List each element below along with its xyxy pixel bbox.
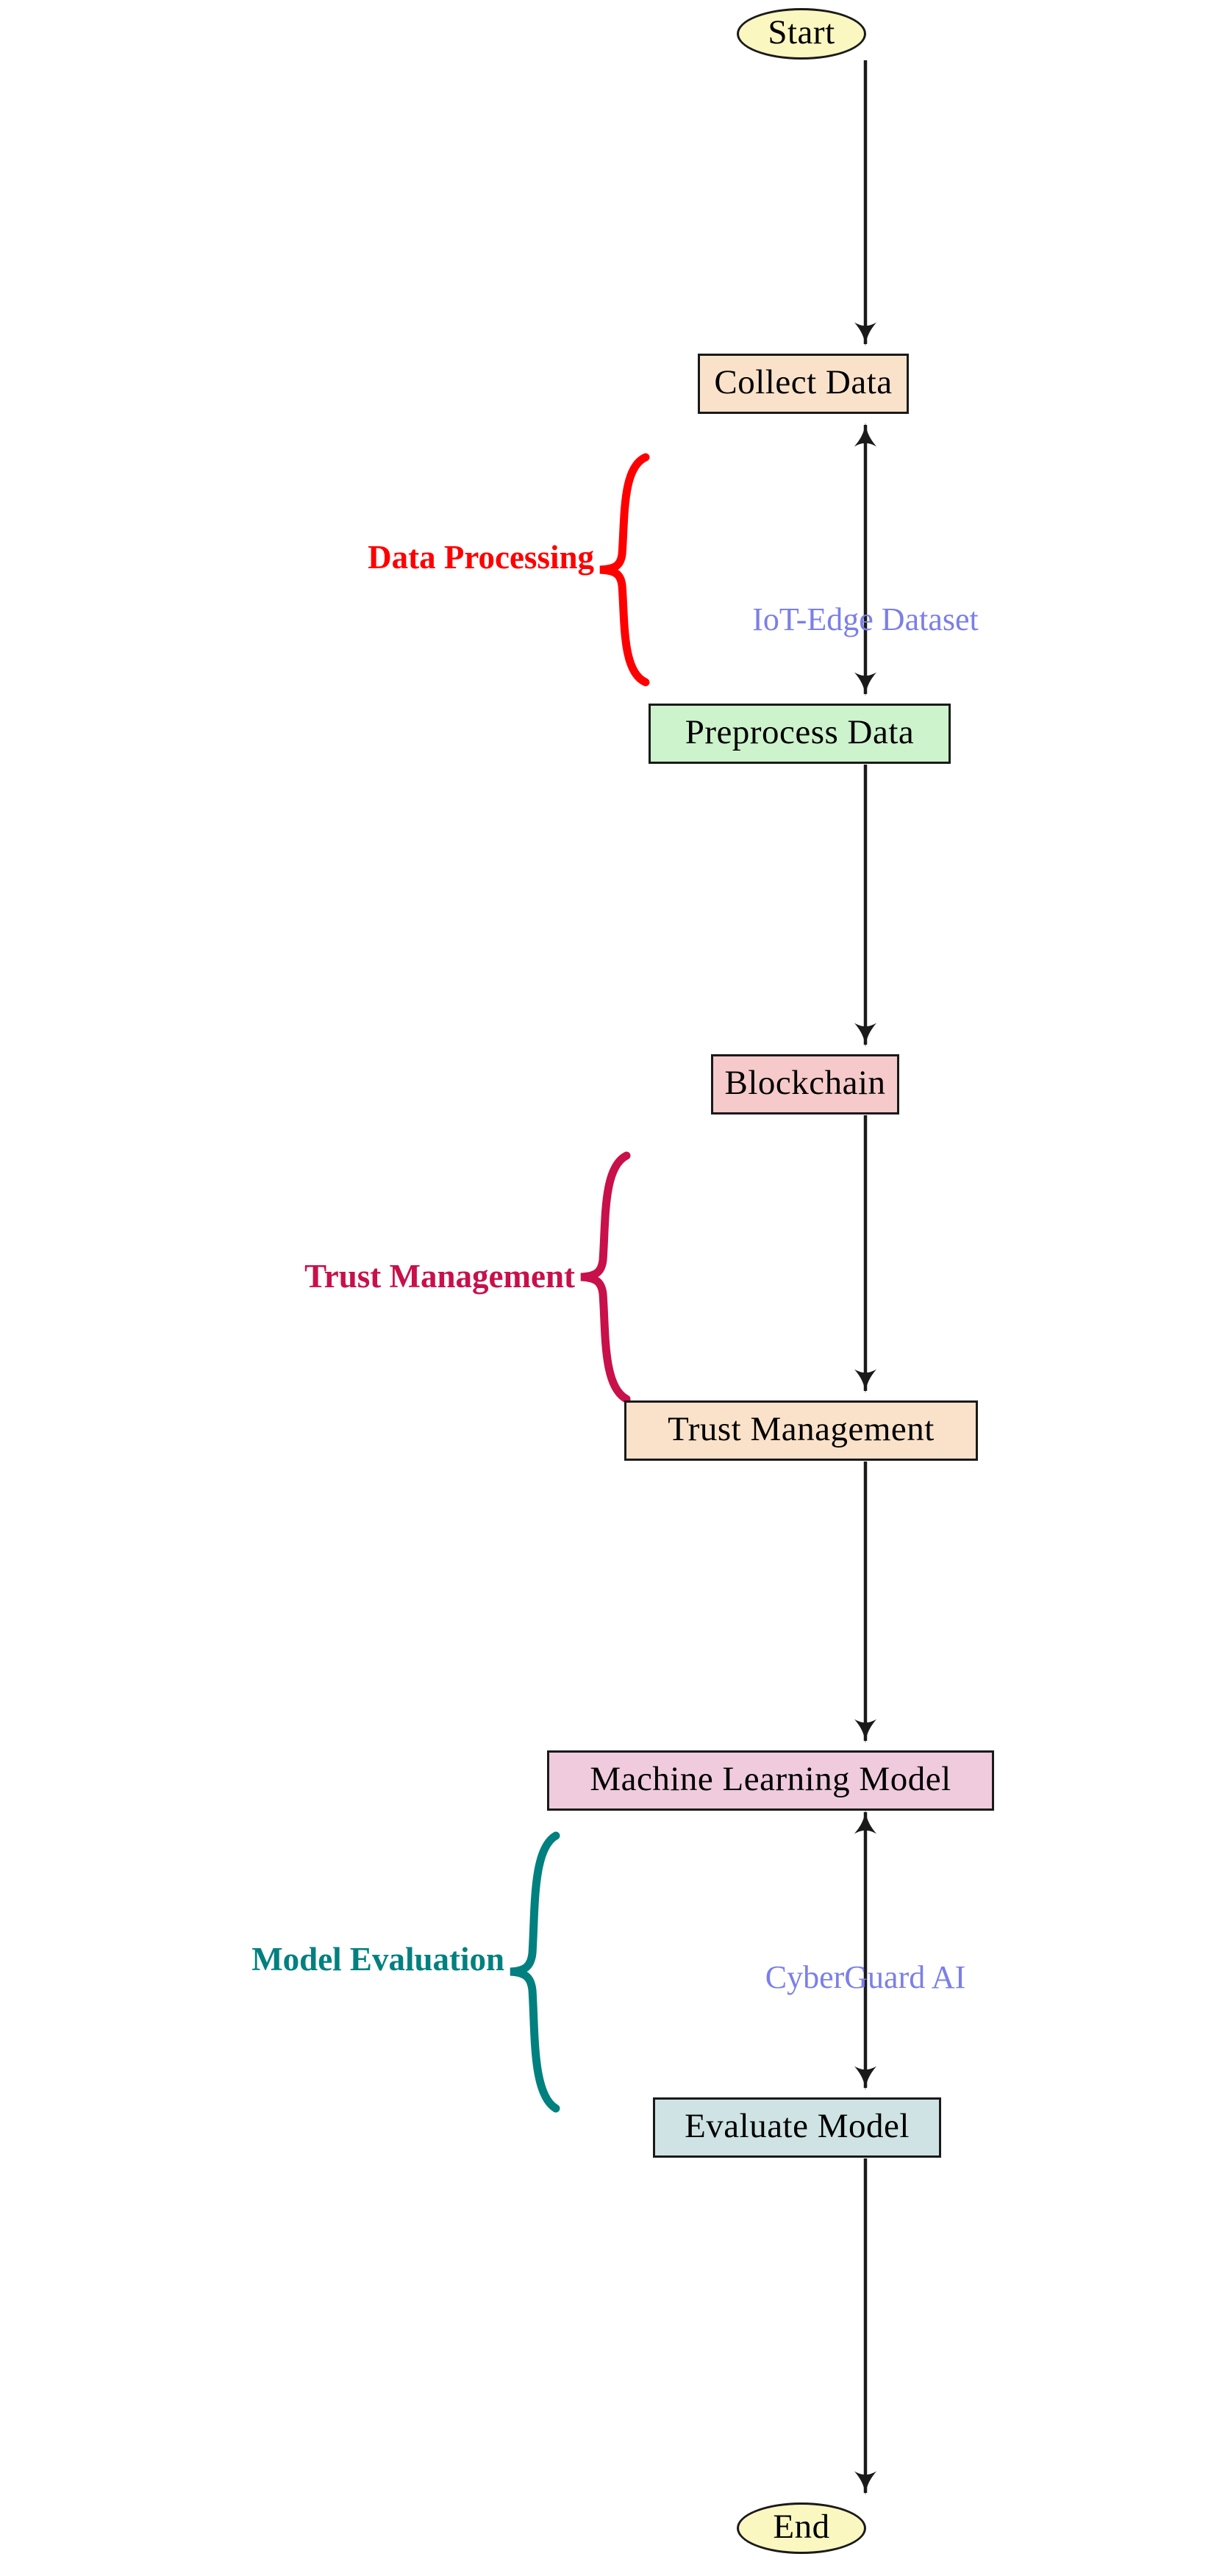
node-trust-management[interactable]: Trust Management [624,1400,978,1461]
node-preprocess-data[interactable]: Preprocess Data [649,704,951,764]
node-end[interactable]: End [737,2502,866,2554]
phase-label-trust-management: Trust Management [304,1258,575,1295]
phase-label-model-evaluation: Model Evaluation [251,1941,504,1978]
node-start[interactable]: Start [737,8,866,60]
node-machine-learning-model[interactable]: Machine Learning Model [547,1750,994,1811]
node-evaluate-model[interactable]: Evaluate Model [653,2097,941,2158]
phase-label-data-processing: Data Processing [368,539,594,576]
edge-label-iot-edge-dataset: IoT-Edge Dataset [752,601,979,637]
edge-label-cyberguard-ai: CyberGuard AI [765,1959,966,1995]
node-blockchain[interactable]: Blockchain [711,1054,899,1115]
node-collect-data[interactable]: Collect Data [698,354,909,414]
